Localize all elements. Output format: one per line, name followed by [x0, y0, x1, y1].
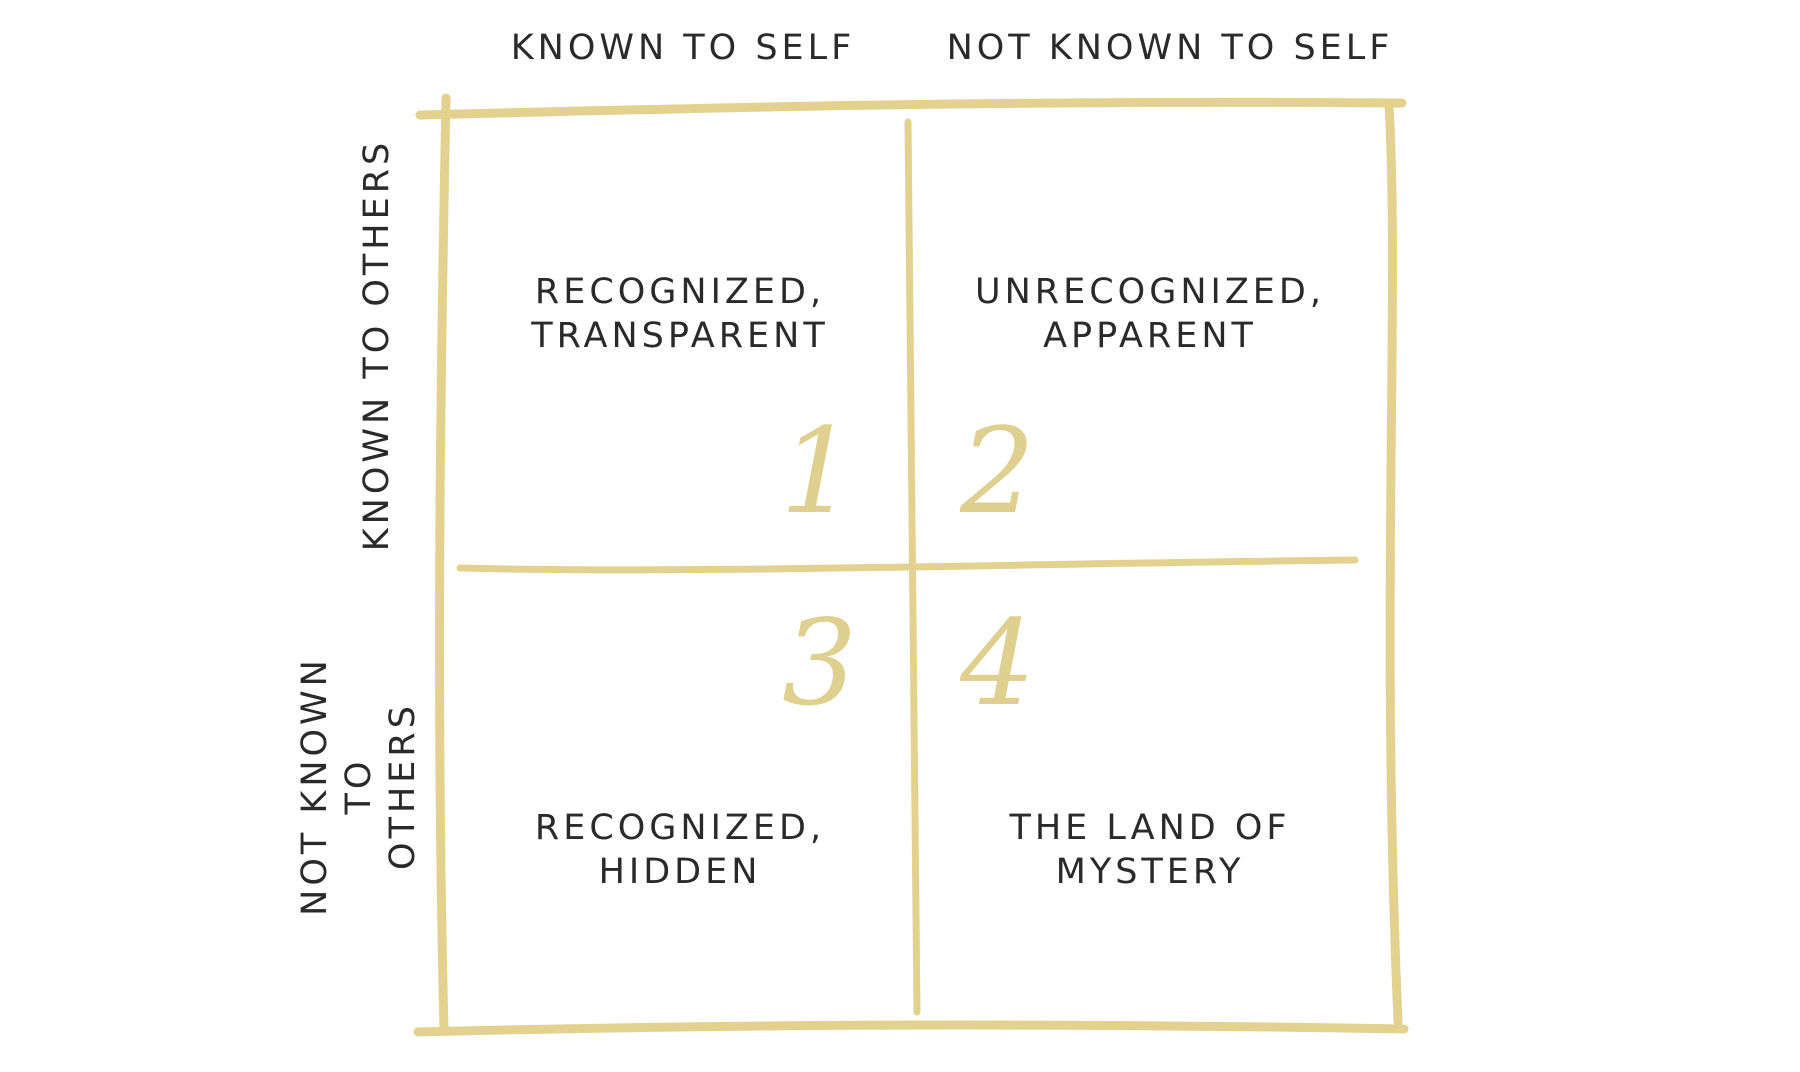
- grid-top-border: [415, 97, 1407, 120]
- column-header-not-known-to-self: NOT KNOWN TO SELF: [946, 28, 1394, 68]
- grid-bottom-border: [413, 1020, 1409, 1037]
- quadrant-1-label: RECOGNIZED, TRANSPARENT: [531, 272, 829, 356]
- quadrant-2-number: 2: [960, 402, 1036, 540]
- row-header-not-known-to-others: NOT KNOWN TO OTHERS: [295, 656, 423, 916]
- quadrant-2-label: UNRECOGNIZED, APPARENT: [974, 272, 1325, 356]
- quadrant-4-number: 4: [960, 594, 1036, 732]
- grid-horizontal-divider: [456, 556, 1359, 574]
- quadrant-4-label: THE LAND OF MYSTERY: [1009, 808, 1291, 892]
- quadrant-3-number: 3: [782, 594, 858, 732]
- grid-vertical-divider: [904, 118, 921, 1016]
- quadrant-1-number: 1: [780, 402, 856, 540]
- row-header-known-to-others: KNOWN TO OTHERS: [357, 138, 397, 552]
- grid-right-border: [1384, 101, 1403, 1027]
- quadrant-3-label: RECOGNIZED, HIDDEN: [534, 808, 826, 892]
- grid-left-border: [435, 93, 451, 1035]
- column-header-known-to-self: KNOWN TO SELF: [510, 28, 856, 68]
